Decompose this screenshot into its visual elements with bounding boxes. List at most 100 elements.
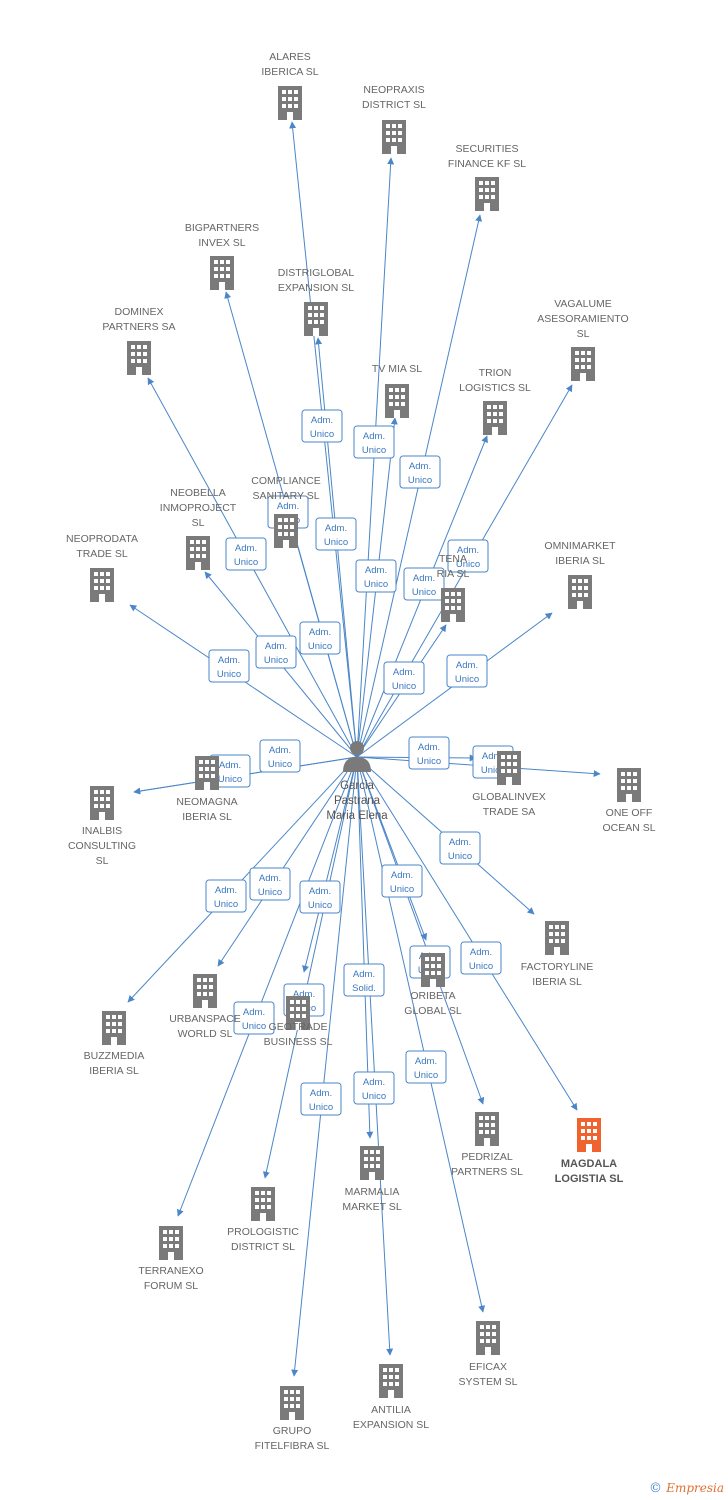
building-icon — [360, 1146, 384, 1180]
company-name-line: PEDRIZAL — [461, 1151, 513, 1163]
edge-badge-geotrade[interactable]: Adm.Unico — [299, 880, 341, 914]
company-name-line: SL — [577, 328, 590, 340]
edge-badge-text: Unico — [258, 887, 282, 898]
company-name-line: PARTNERS SA — [102, 321, 175, 333]
company-name-line: INALBIS — [82, 825, 122, 837]
edge-badge-text: Adm. — [219, 760, 241, 771]
edge-badge-text: Unico — [264, 655, 288, 666]
edge-badge-tena[interactable]: Adm.Unico — [383, 661, 425, 695]
company-name-line: NEOPRODATA — [66, 533, 138, 545]
edge-badge-factoryline[interactable]: Adm. Unico — [439, 831, 481, 865]
edge-badge-tvmia[interactable]: Adm.Unico — [355, 559, 397, 593]
edge-badge-text: Unico — [309, 1102, 333, 1113]
building-icon — [385, 384, 409, 418]
edge-badge-urbanspace[interactable]: Adm. Unico — [249, 867, 291, 901]
company-name-line: COMPLIANCE — [251, 475, 320, 487]
edge-badge-inalbis[interactable]: Adm.Unico — [259, 739, 301, 773]
company-name-line: TV MIA SL — [372, 363, 422, 375]
company-name-line: LOGISTIA SL — [555, 1173, 624, 1185]
edge-badge-terranexo[interactable]: Adm.Unico — [233, 1001, 275, 1035]
edge-badge-text: Unico — [417, 756, 441, 767]
company-name-line: INMOPROJECT — [160, 502, 237, 514]
edge-badge-neoprodata[interactable]: Adm.Unico — [299, 621, 341, 655]
brand-name: Empresia — [666, 1481, 724, 1495]
edge-badge-trion[interactable]: Adm.Unico — [403, 567, 445, 601]
building-icon — [90, 568, 114, 602]
edge-badge-buzzmedia[interactable]: Adm.Unico — [205, 879, 247, 913]
company-name-line: DOMINEX — [114, 306, 163, 318]
edge-badge-grupo[interactable]: Adm. Unico — [300, 1082, 342, 1116]
edge-terranexo — [177, 756, 358, 1217]
edge-badge-distriglobal[interactable]: Adm.Unico — [315, 517, 357, 551]
company-node-tvmia[interactable]: TV MIA SL — [372, 363, 422, 418]
building-icon — [379, 1364, 403, 1398]
company-name-line: PARTNERS SL — [451, 1166, 523, 1178]
edge-badge-text: Adm. — [215, 885, 237, 896]
edge-badge-vagalume[interactable]: Adm.Unico — [447, 539, 489, 573]
copyright[interactable]: © Empresia — [649, 1481, 724, 1496]
edge-badge-eficax[interactable]: Adm.Unico — [405, 1050, 447, 1084]
company-name-line: ALARES — [269, 51, 310, 63]
edge-badge-bigpartners[interactable]: Adm.Unico — [225, 537, 267, 571]
company-name-line: GRUPO — [273, 1425, 312, 1437]
edge-badge-antilia[interactable]: Adm.Unico — [353, 1071, 395, 1105]
edge-badge-neopraxis[interactable]: Adm.Unico — [353, 425, 395, 459]
company-name-line: MARMALIA — [345, 1186, 400, 1198]
company-node-pedrizal[interactable]: PEDRIZAL PARTNERS SL — [451, 1112, 523, 1178]
edge-pedrizal — [356, 756, 485, 1105]
edge-badge-magdala[interactable]: Adm.Unico — [460, 941, 502, 975]
edge-badge-neobella[interactable]: Adm.Unico — [255, 635, 297, 669]
company-name-line: EXPANSION SL — [353, 1419, 429, 1431]
edge-badge-text: Unico — [456, 559, 480, 570]
edge-badge-oribeta[interactable]: Adm.Unico — [381, 864, 423, 898]
building-icon — [617, 768, 641, 802]
edge-badge-globalinvex[interactable]: Adm.Unico — [408, 736, 450, 770]
edge-badge-text: Adm. — [269, 745, 291, 756]
copyright-symbol: © — [649, 1481, 663, 1496]
edge-badge-omnimarket[interactable]: Adm.Unico — [446, 654, 488, 688]
edge-badge-text: Unico — [414, 1070, 438, 1081]
company-name-line: NEOMAGNA — [176, 796, 237, 808]
edge-badge-text: Adm. — [325, 523, 347, 534]
company-node-dominex[interactable]: DOMINEX PARTNERS SA — [102, 306, 176, 375]
edge-badge-securities[interactable]: Adm.Unico — [399, 455, 441, 489]
edge-badge-alares[interactable]: Adm.Unico — [301, 409, 343, 443]
edge-badge-text: Adm. — [310, 1088, 332, 1099]
edge-badge-text: Adm. — [259, 873, 281, 884]
edge-badge-marmalia[interactable]: Adm.Solid. — [343, 963, 385, 997]
edge-badge-text: Adm. — [449, 837, 471, 848]
building-icon — [90, 786, 114, 820]
edge-badge-dominex[interactable]: Adm.Unico — [208, 649, 250, 683]
edge-badge-text: Unico — [448, 851, 472, 862]
company-name-line: BUZZMEDIA — [84, 1050, 145, 1062]
